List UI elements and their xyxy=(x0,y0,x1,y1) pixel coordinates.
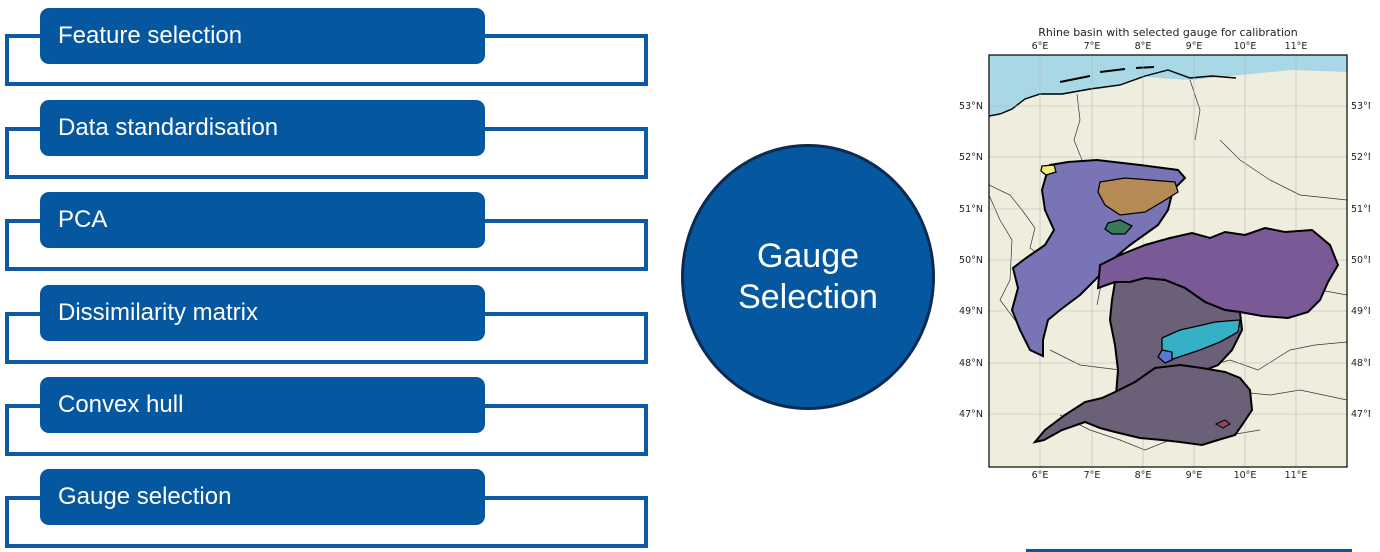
circle-line-1: Gauge xyxy=(756,237,860,275)
lon-tick-bottom: 8°E xyxy=(1135,470,1152,481)
subbasin-red xyxy=(1214,419,1231,429)
lat-ticks-left: 53°N 52°N 51°N 50°N 49°N 48°N 47°N xyxy=(959,101,983,420)
lat-tick-right: 49°N xyxy=(1351,306,1370,317)
rhine-basin-map: Rhine basin with selected gauge for cali… xyxy=(959,26,1370,481)
lat-tick-right: 51°N xyxy=(1351,204,1370,215)
lon-tick-bottom: 6°E xyxy=(1032,470,1049,481)
lat-tick-right: 47°N xyxy=(1351,409,1370,420)
lon-tick-top: 11°E xyxy=(1285,41,1308,52)
map-frame xyxy=(988,54,1348,468)
map-sea xyxy=(989,55,1347,116)
circle-line-2: Selection xyxy=(738,278,878,316)
lat-tick-left: 51°N xyxy=(959,204,983,215)
lat-tick-right: 52°N xyxy=(1351,152,1370,163)
subbasin-yellow xyxy=(1040,164,1057,176)
lat-tick-left: 50°N xyxy=(959,255,983,266)
step-pca: PCA xyxy=(40,192,485,248)
lon-ticks-bottom: 6°E 7°E 8°E 9°E 10°E 11°E xyxy=(1032,470,1308,481)
lon-tick-bottom: 9°E xyxy=(1186,470,1203,481)
basin-region-alpine xyxy=(1032,363,1254,447)
lat-tick-right: 53°N xyxy=(1351,101,1370,112)
lat-tick-left: 47°N xyxy=(959,409,983,420)
subbasin-brown xyxy=(1097,177,1179,216)
lon-tick-top: 10°E xyxy=(1234,41,1257,52)
bottom-accent-bar xyxy=(1026,549,1352,552)
lon-ticks-top: 6°E 7°E 8°E 9°E 10°E 11°E xyxy=(1032,41,1308,52)
map-title: Rhine basin with selected gauge for cali… xyxy=(1038,26,1297,39)
step-data-standardisation: Data standardisation xyxy=(40,100,485,156)
step-gauge-selection: Gauge selection xyxy=(40,469,485,525)
lat-tick-left: 48°N xyxy=(959,358,983,369)
lat-tick-left: 49°N xyxy=(959,306,983,317)
coastline xyxy=(989,69,1237,117)
subbasin-green xyxy=(1104,219,1134,235)
gauge-selection-circle: Gauge Selection xyxy=(681,144,935,410)
lon-tick-top: 8°E xyxy=(1135,41,1152,52)
lat-tick-right: 48°N xyxy=(1351,358,1370,369)
lon-tick-top: 9°E xyxy=(1186,41,1203,52)
lon-tick-top: 6°E xyxy=(1032,41,1049,52)
lon-tick-bottom: 7°E xyxy=(1084,470,1101,481)
step-convex-hull: Convex hull xyxy=(40,377,485,433)
lon-tick-bottom: 10°E xyxy=(1234,470,1257,481)
step-dissimilarity-matrix: Dissimilarity matrix xyxy=(40,285,485,341)
island xyxy=(1059,66,1155,83)
lon-tick-bottom: 11°E xyxy=(1285,470,1308,481)
step-feature-selection: Feature selection xyxy=(40,8,485,64)
lon-tick-top: 7°E xyxy=(1084,41,1101,52)
subbasin-blue xyxy=(1157,349,1173,364)
lat-ticks-right: 53°N 52°N 51°N 50°N 49°N 48°N 47°N xyxy=(1351,101,1370,420)
lat-tick-left: 52°N xyxy=(959,152,983,163)
lat-tick-right: 50°N xyxy=(1351,255,1370,266)
lat-tick-left: 53°N xyxy=(959,101,983,112)
